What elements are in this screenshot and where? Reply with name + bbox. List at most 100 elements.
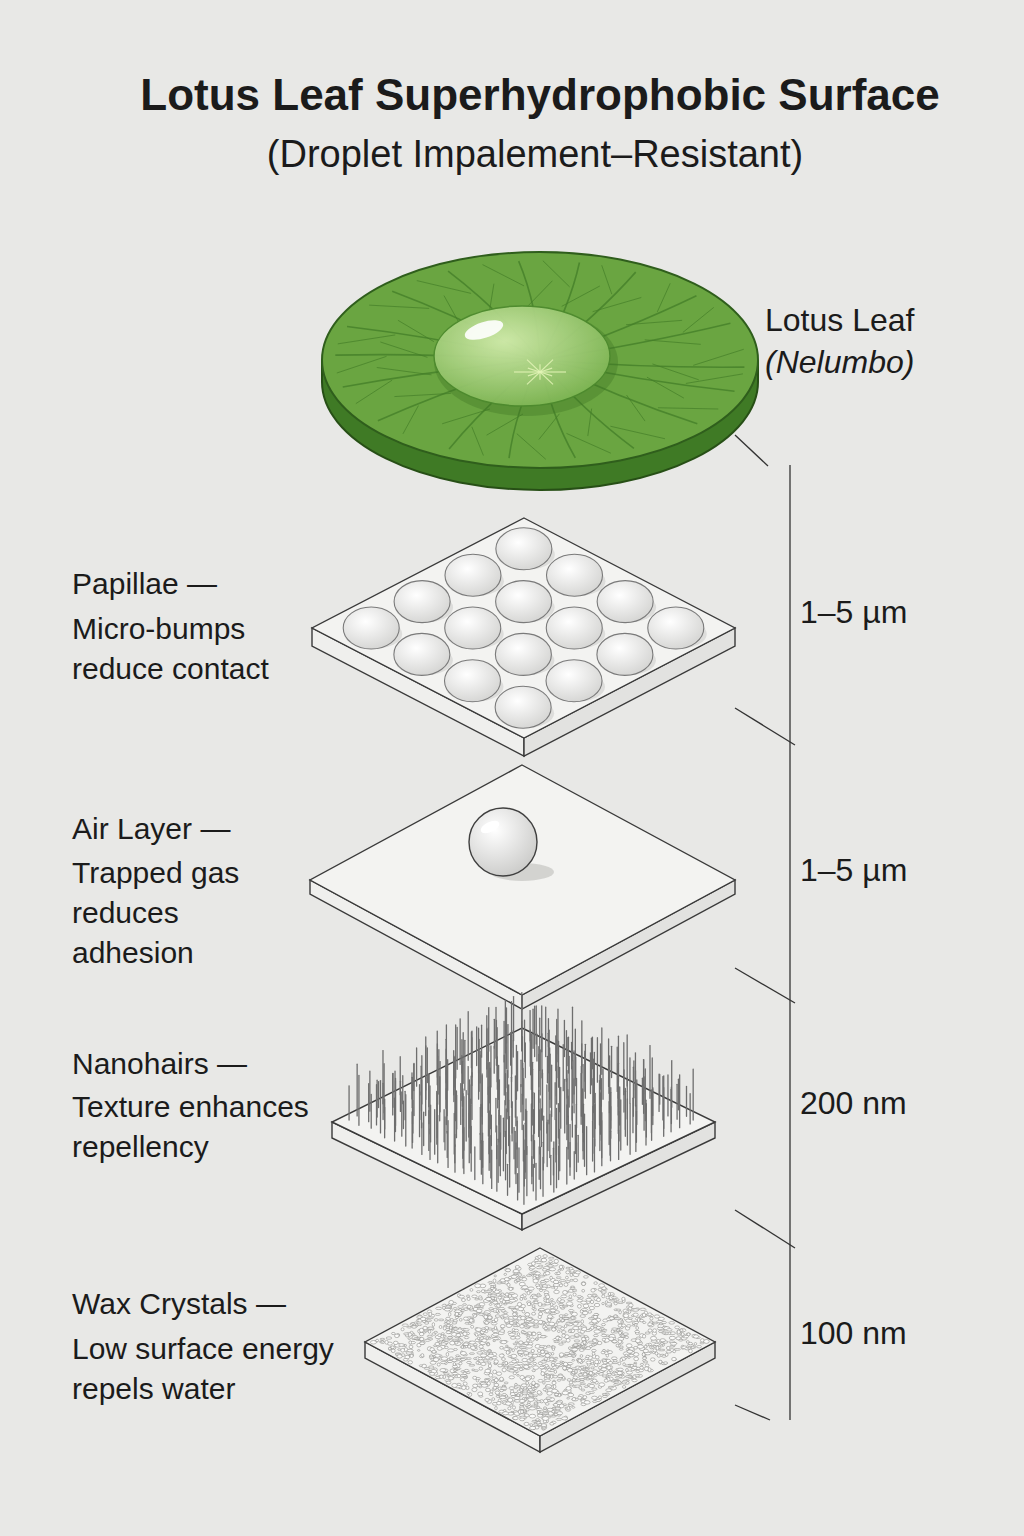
wax-crystal <box>616 1309 621 1311</box>
nanohair <box>376 1085 377 1125</box>
leaf-vein <box>337 356 387 373</box>
wax-crystal <box>533 1366 539 1370</box>
leaf-vein <box>686 374 743 384</box>
wax-crystal <box>586 1298 592 1301</box>
nanohair <box>558 1146 559 1180</box>
nanohair <box>551 1065 552 1116</box>
nanohair <box>491 1150 492 1188</box>
wax-crystal <box>568 1347 571 1349</box>
wax-crystal <box>530 1358 534 1360</box>
wax-crystal <box>578 1374 583 1376</box>
wax-crystal <box>583 1341 586 1344</box>
wax-crystal <box>650 1317 653 1320</box>
wax-crystal <box>550 1276 553 1279</box>
nanohair <box>580 1074 581 1125</box>
wax-crystal <box>446 1352 448 1356</box>
wax-crystal <box>542 1417 548 1421</box>
wax-crystal <box>403 1358 408 1361</box>
droplet-glint <box>540 360 553 372</box>
wax-crystal <box>531 1349 534 1352</box>
wax-crystal <box>473 1314 476 1318</box>
wax-crystal <box>521 1384 526 1387</box>
wax-crystal <box>584 1386 588 1388</box>
wax-crystal <box>462 1386 466 1390</box>
wax-crystal <box>533 1279 538 1283</box>
nanohair <box>534 1006 535 1056</box>
wax-crystal <box>481 1328 486 1331</box>
wax-crystal <box>669 1322 675 1325</box>
nanohair <box>541 1109 542 1147</box>
nanohair <box>540 1147 541 1188</box>
wax-crystal <box>524 1342 528 1345</box>
wax-crystal <box>540 1281 546 1285</box>
wax-crystal <box>553 1376 558 1378</box>
wax-crystal <box>649 1346 653 1349</box>
nanohair <box>676 1084 677 1119</box>
nanohair <box>494 1019 495 1048</box>
wax-crystal <box>622 1324 626 1327</box>
wax-crystal <box>420 1341 425 1344</box>
nanohair <box>534 1141 535 1168</box>
wax-crystal <box>645 1364 649 1367</box>
wax-crystal <box>435 1354 440 1357</box>
water-droplet <box>434 306 610 406</box>
leaf-vein <box>377 368 432 375</box>
wax-crystal <box>520 1324 524 1328</box>
leaf-vein <box>588 409 592 436</box>
wax-crystal <box>634 1357 639 1361</box>
wax-crystal <box>573 1378 575 1382</box>
wax-crystal <box>463 1332 467 1336</box>
nanohair <box>401 1092 402 1136</box>
wax-crystal <box>467 1297 470 1300</box>
wax-crystal <box>593 1325 597 1327</box>
wax-crystal <box>606 1303 612 1306</box>
wax-crystal <box>380 1338 385 1340</box>
wax-crystal <box>537 1400 541 1402</box>
wax-crystal <box>409 1345 413 1348</box>
nanohair <box>400 1081 401 1111</box>
wax-crystal <box>549 1268 555 1271</box>
nanohair <box>542 1157 543 1196</box>
wax-crystal <box>570 1279 574 1281</box>
wax-crystal <box>592 1352 595 1355</box>
nanohair <box>584 1114 585 1166</box>
wax-crystal <box>494 1275 496 1277</box>
wax-crystal <box>508 1356 512 1358</box>
wax-crystal <box>637 1318 639 1322</box>
nanohair <box>428 1111 429 1151</box>
papilla-bump <box>445 607 501 649</box>
nanohair <box>689 1094 690 1124</box>
wax-crystal <box>556 1418 562 1420</box>
wax-crystal <box>591 1289 595 1293</box>
wax-crystal <box>385 1340 388 1344</box>
wax-crystal <box>664 1362 668 1364</box>
wax-crystal <box>520 1295 524 1298</box>
nanohair <box>504 1055 505 1095</box>
wax-crystal <box>554 1290 560 1293</box>
wax-crystal <box>609 1293 615 1296</box>
wax-crystal <box>581 1346 587 1348</box>
nanohair <box>480 1055 481 1108</box>
wax-crystal <box>453 1363 456 1366</box>
nanohair <box>369 1071 370 1111</box>
wax-crystal <box>488 1354 494 1357</box>
droplet-glint <box>540 371 566 372</box>
leaf-vein <box>602 265 612 294</box>
wax-crystal <box>449 1357 453 1359</box>
wax-crystal <box>472 1388 477 1392</box>
wax-crystal <box>560 1361 563 1363</box>
wax-crystal <box>434 1331 438 1333</box>
wax-crystal <box>544 1358 548 1361</box>
wax-crystal <box>697 1346 702 1348</box>
papilla-bump <box>597 633 653 675</box>
wax-crystal <box>552 1327 555 1331</box>
nanohair <box>576 1143 577 1172</box>
wax-crystal <box>558 1269 561 1271</box>
wax-crystal <box>464 1369 469 1371</box>
wax-crystal <box>552 1381 556 1384</box>
wax-crystal <box>515 1385 521 1387</box>
wax-crystal <box>514 1329 519 1332</box>
wax-crystal <box>456 1355 460 1357</box>
wax-crystal <box>488 1364 491 1368</box>
nanohair <box>419 1085 420 1137</box>
